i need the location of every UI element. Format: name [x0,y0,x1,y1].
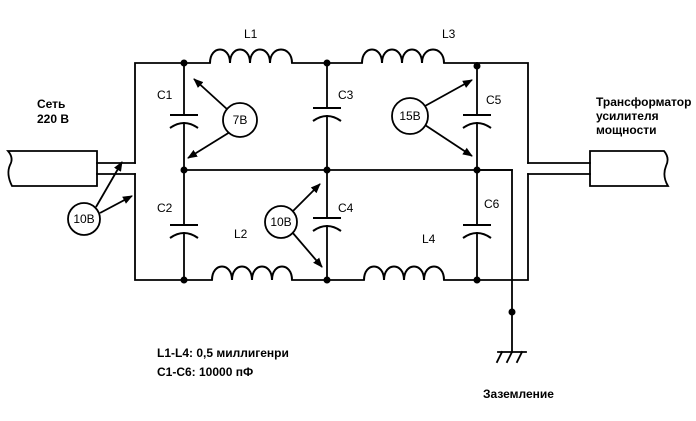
capacitor-c5-label: C5 [486,93,502,107]
top-rail [134,62,529,164]
node [180,276,188,284]
capacitor-c6: C6 [462,169,500,281]
capacitor-c5: C5 [462,62,502,171]
inductor-l3-label: L3 [442,27,456,41]
capacitor-c3: C3 [312,62,354,171]
inductor-l1: L1 [209,27,293,64]
meter-mid-label: 10В [270,215,291,229]
inductor-l3: L3 [361,27,456,64]
inductor-l2: L2 [211,227,293,281]
transformer-label-line2: усилителя [596,109,659,123]
meter-input-label: 10В [73,212,94,226]
ground-lead [476,169,527,364]
transformer-cable [527,150,670,187]
ground-label: Заземление [483,387,554,401]
inductor-l4-label: L4 [422,232,436,246]
inductor-l1-label: L1 [244,27,258,41]
mains-label-line1: Сеть [37,97,65,111]
capacitor-c6-label: C6 [484,197,500,211]
node [473,166,481,174]
capacitor-c1: C1 [157,62,199,171]
node [473,62,481,70]
node [180,59,188,67]
mains-label-line2: 220 В [37,112,69,126]
transformer-label-line1: Трансформатор [596,95,691,109]
mains-cable [6,150,136,187]
capacitor-c2-label: C2 [157,201,173,215]
meter-right: 15В [391,79,473,157]
capacitance-note: С1-С6: 10000 пФ [157,365,253,379]
meter-right-label: 15В [399,109,420,123]
inductance-note: L1-L4: 0,5 миллигенри [157,346,289,360]
node [508,308,516,316]
node [323,166,331,174]
node [323,59,331,67]
capacitor-c2: C2 [157,169,199,281]
junction-nodes [180,59,516,316]
meter-input: 10В [67,161,133,236]
inductor-l4: L4 [363,232,445,281]
meter-left: 7В [187,78,258,159]
capacitor-c3-label: C3 [338,88,354,102]
transformer-label-line3: мощности [596,123,657,137]
node [323,276,331,284]
meter-mid: 10В [264,183,323,268]
inductor-l2-label: L2 [234,227,248,241]
capacitor-c4-label: C4 [338,201,354,215]
capacitor-c1-label: C1 [157,88,173,102]
node [180,166,188,174]
capacitor-c4: C4 [312,169,354,281]
meter-left-label: 7В [233,113,248,127]
node [473,276,481,284]
